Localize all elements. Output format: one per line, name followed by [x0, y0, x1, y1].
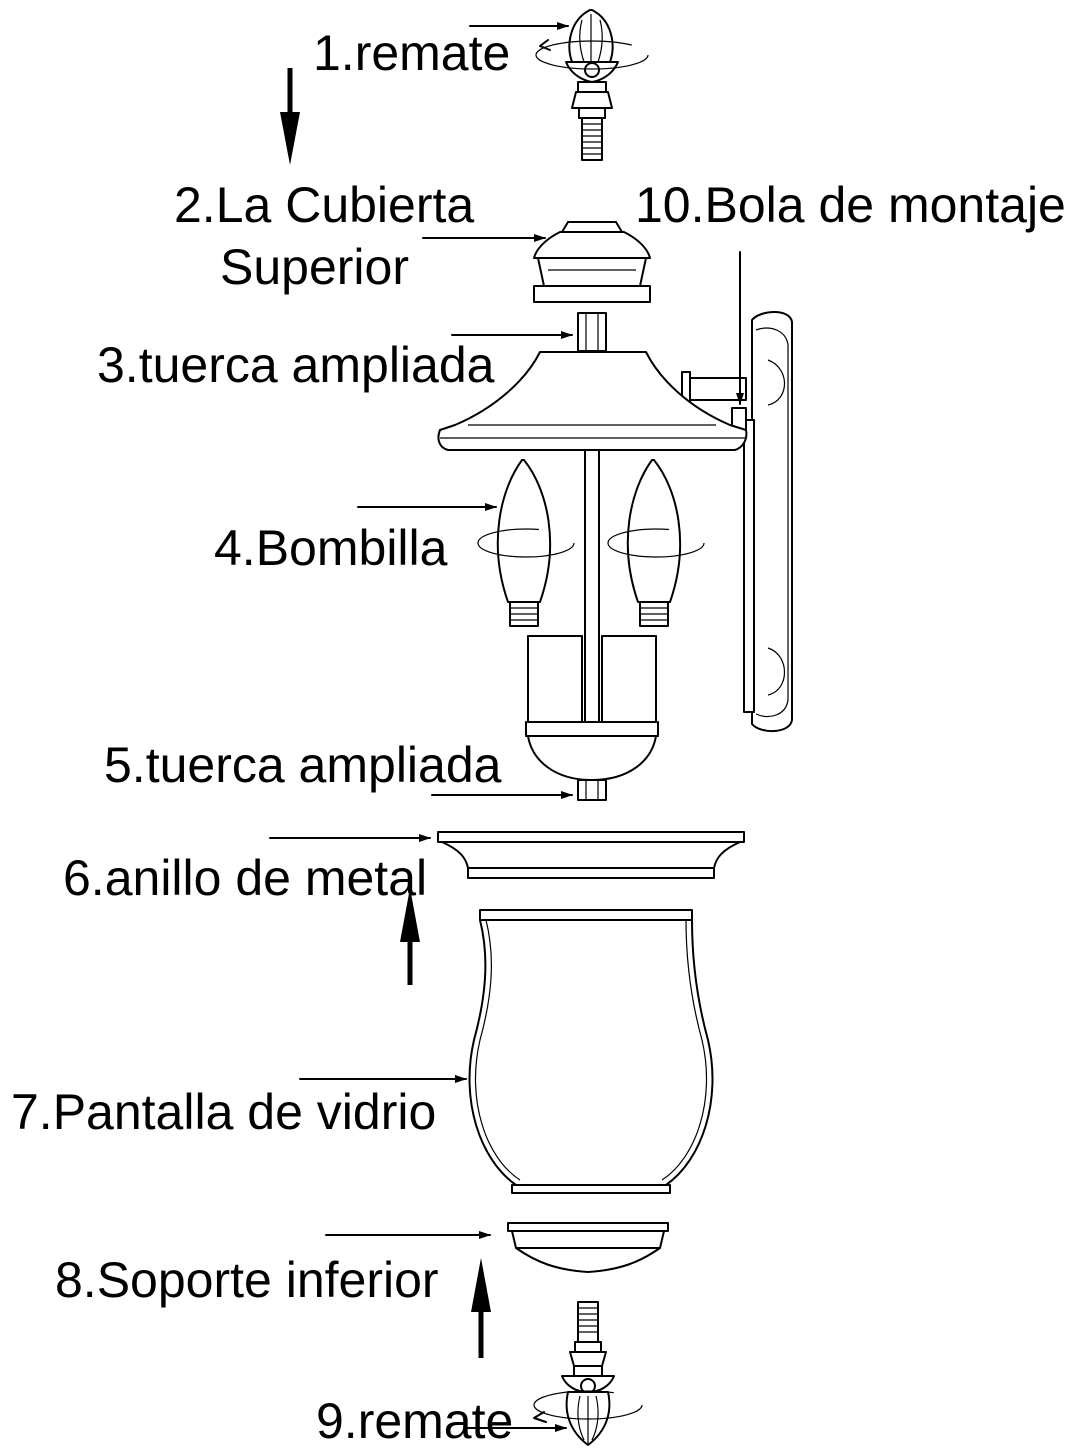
bulb-left	[477, 459, 575, 627]
label-part-2-line-1: 2.La Cubierta	[174, 177, 475, 233]
label-part-4: 4.Bombilla	[214, 520, 448, 576]
label-part-6: 6.anillo de metal	[63, 850, 428, 906]
down-arrow	[280, 68, 300, 165]
label-part-9: 9.remate	[316, 1393, 514, 1449]
bottom-nut	[577, 779, 607, 801]
up-arrow-holder	[471, 1258, 491, 1358]
label-part-7: 7.Pantalla de vidrio	[11, 1084, 437, 1140]
sockets-and-cup	[525, 635, 659, 781]
label-part-8: 8.Soporte inferior	[55, 1252, 439, 1308]
bottom-holder	[507, 1222, 669, 1273]
finial-top	[535, 9, 649, 161]
up-arrow-ring	[400, 888, 420, 985]
center-rod	[584, 449, 600, 723]
label-part-2-line-2: Superior	[220, 239, 409, 295]
glass-shade	[468, 909, 714, 1194]
finial-bottom	[533, 1301, 643, 1446]
label-part-10: 10.Bola de montaje	[635, 177, 1066, 233]
top-cover	[533, 221, 651, 303]
metal-ring	[437, 831, 745, 879]
bulb-right	[607, 459, 705, 627]
label-part-1: 1.remate	[313, 25, 511, 81]
top-nut	[577, 312, 607, 352]
wall-bracket	[681, 311, 793, 732]
label-part-3: 3.tuerca ampliada	[97, 337, 495, 393]
label-part-5: 5.tuerca ampliada	[104, 737, 502, 793]
canopy	[437, 351, 748, 451]
